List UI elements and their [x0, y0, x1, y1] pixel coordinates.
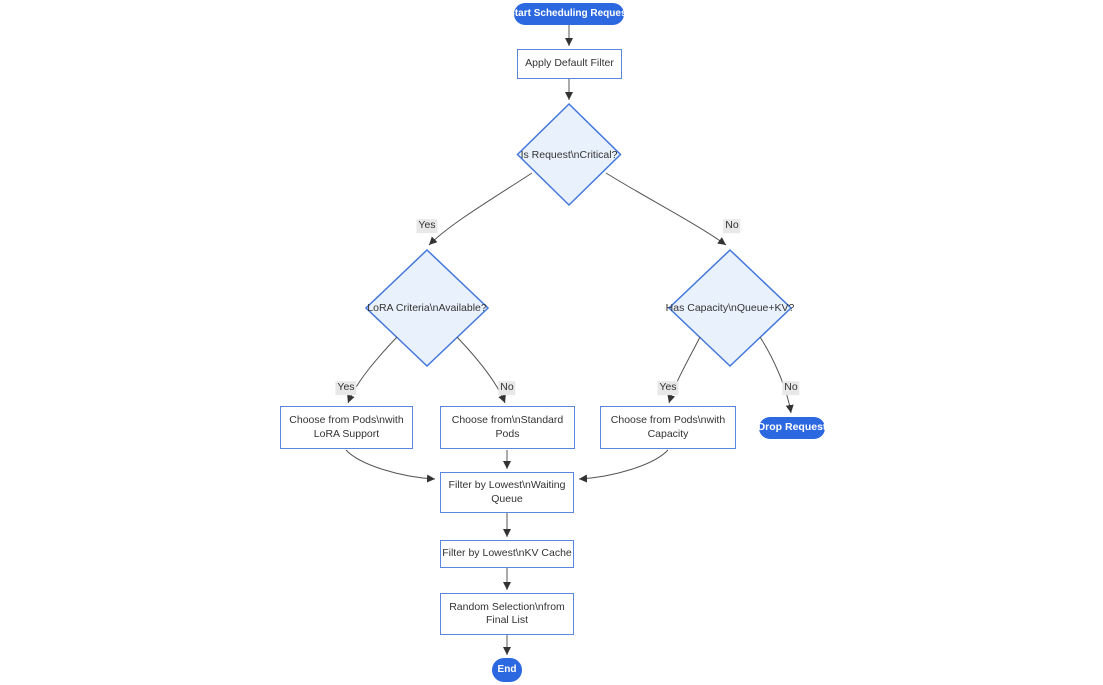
edge-lora-yes-to-choose-lora — [347, 336, 398, 404]
node-choose-capacity-pods-line2: Capacity — [647, 427, 689, 440]
edge-label-critical-yes: Yes — [416, 219, 438, 233]
node-choose-standard-pods: Choose from\nStandard Pods — [440, 406, 575, 449]
node-has-capacity-label: Has Capacity\nQueue+KV? — [665, 302, 795, 314]
node-filter-waiting-queue-line2: Queue — [491, 492, 523, 505]
node-choose-standard-pods-line1: Choose from\nStandard — [451, 414, 564, 427]
edge-label-capacity-yes: Yes — [657, 381, 679, 395]
node-lora-criteria-label: LoRA Criteria\nAvailable? — [367, 302, 487, 314]
node-end: End — [492, 658, 522, 682]
node-choose-capacity-pods: Choose from Pods\nwith Capacity — [600, 406, 736, 449]
edge-label-lora-yes: Yes — [335, 381, 357, 395]
node-filter-kv-cache: Filter by Lowest\nKV Cache — [440, 540, 574, 568]
edge-label-critical-no: No — [723, 219, 741, 233]
node-apply-default-filter-label: Apply Default Filter — [525, 57, 614, 70]
node-choose-lora-pods: Choose from Pods\nwith LoRA Support — [280, 406, 413, 449]
edge-capacity-yes-to-choose-capacity — [667, 336, 701, 404]
edge-capacity-no-to-drop — [759, 336, 794, 414]
node-filter-kv-cache-line1: Filter by Lowest\nKV Cache — [442, 547, 572, 560]
node-choose-lora-pods-line2: LoRA Support — [313, 427, 380, 440]
edge-choose-capacity-to-filter-queue — [578, 449, 669, 483]
node-apply-default-filter: Apply Default Filter — [517, 49, 622, 79]
node-choose-capacity-pods-line1: Choose from Pods\nwith — [610, 414, 726, 427]
node-random-selection-line1: Random Selection\nfrom — [449, 600, 565, 613]
edge-critical-yes-to-lora — [428, 172, 533, 246]
decision-is-critical-shape — [516, 102, 622, 207]
node-filter-waiting-queue: Filter by Lowest\nWaiting Queue — [440, 472, 574, 513]
node-drop-request-label: Drop Request — [757, 421, 827, 434]
node-is-critical-label: Is Request\nCritical? — [520, 149, 618, 161]
edge-choose-lora-to-filter-queue — [345, 449, 436, 483]
node-end-label: End — [497, 663, 517, 675]
node-filter-waiting-queue-line1: Filter by Lowest\nWaiting — [448, 479, 566, 492]
edge-critical-no-to-capacity — [605, 172, 727, 246]
node-choose-standard-pods-line2: Pods — [495, 427, 520, 440]
node-start-label: Start Scheduling Request — [508, 7, 630, 19]
edge-label-lora-no: No — [498, 381, 516, 395]
node-random-selection-line2: Final List — [485, 614, 528, 626]
node-choose-lora-pods-line1: Choose from Pods\nwith — [289, 414, 404, 427]
edge-lora-no-to-choose-standard — [456, 336, 506, 404]
node-start: Start Scheduling Request — [508, 3, 630, 25]
edge-label-capacity-no: No — [782, 381, 800, 395]
node-random-selection: Random Selection\nfrom Final List — [440, 593, 574, 635]
node-drop-request: Drop Request — [757, 417, 827, 439]
